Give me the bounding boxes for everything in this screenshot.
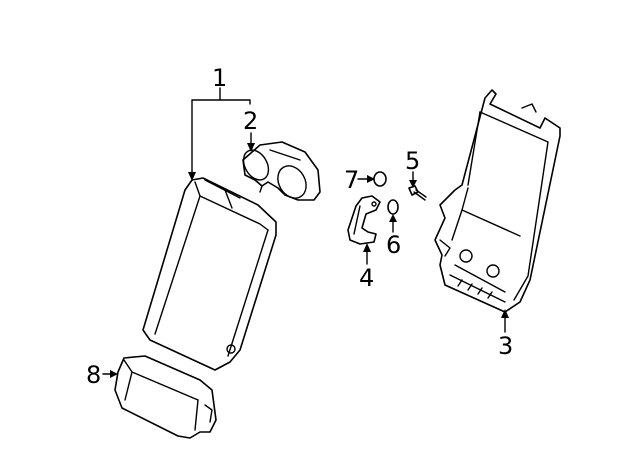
clip-icon bbox=[373, 171, 387, 187]
cup-holder-icon bbox=[242, 141, 321, 201]
handle-icon bbox=[347, 195, 381, 245]
callout-4: 4 bbox=[359, 264, 374, 292]
callout-7: 7 bbox=[344, 166, 359, 194]
armrest-icon bbox=[114, 355, 217, 439]
callouts: 1 2 3 4 5 6 7 8 bbox=[86, 64, 513, 389]
washer-icon bbox=[387, 199, 399, 215]
leader-lines bbox=[102, 87, 509, 378]
bolt-icon bbox=[408, 185, 427, 201]
callout-2: 2 bbox=[243, 107, 258, 135]
seat-back-cushion-icon bbox=[142, 177, 277, 371]
callout-1: 1 bbox=[212, 64, 227, 92]
callout-8: 8 bbox=[86, 361, 101, 389]
callout-5: 5 bbox=[405, 147, 420, 175]
callout-3: 3 bbox=[498, 332, 513, 360]
callout-6: 6 bbox=[386, 231, 401, 259]
seat-back-frame-icon bbox=[434, 89, 561, 313]
